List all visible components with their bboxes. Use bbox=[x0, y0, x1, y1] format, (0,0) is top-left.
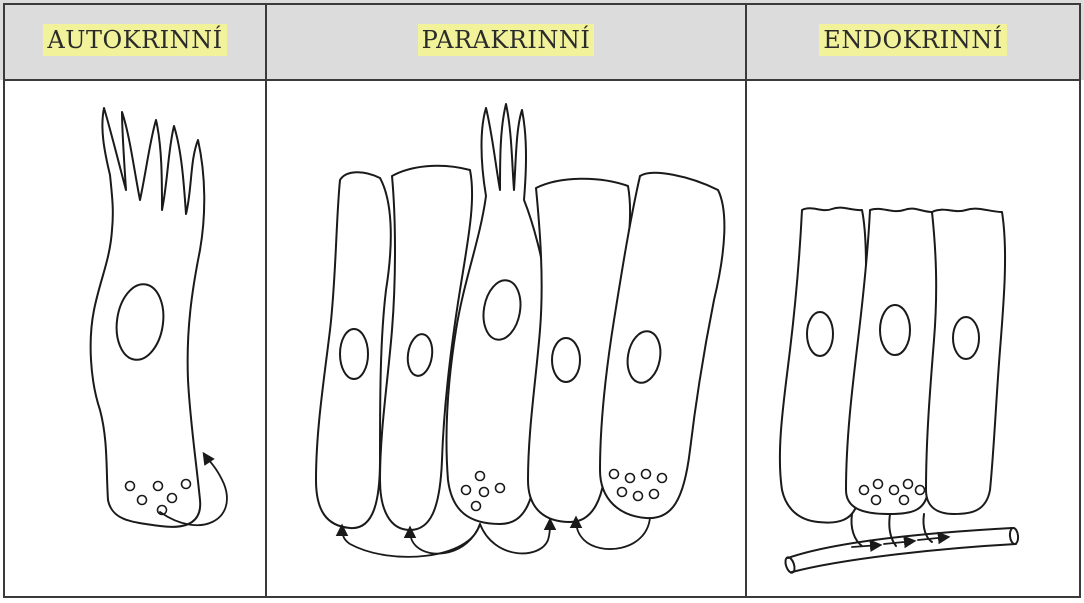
endocrine-connector-2 bbox=[889, 514, 896, 546]
endocrine-connector-3 bbox=[923, 514, 932, 542]
autocrine-cell-body bbox=[91, 108, 205, 527]
autocrine-cell bbox=[91, 108, 227, 527]
paracrine-cells bbox=[316, 104, 724, 557]
endocrine-arrow-3 bbox=[918, 537, 948, 540]
paracrine-arrow-4 bbox=[576, 518, 650, 549]
endocrine-cell-3 bbox=[926, 209, 1005, 514]
endocrine-cells bbox=[780, 208, 1019, 574]
endocrine-arrow-2 bbox=[884, 541, 914, 544]
paracrine-arrow-3 bbox=[480, 520, 550, 553]
endocrine-arrow-1 bbox=[852, 545, 880, 547]
blood-vessel bbox=[784, 528, 1019, 574]
